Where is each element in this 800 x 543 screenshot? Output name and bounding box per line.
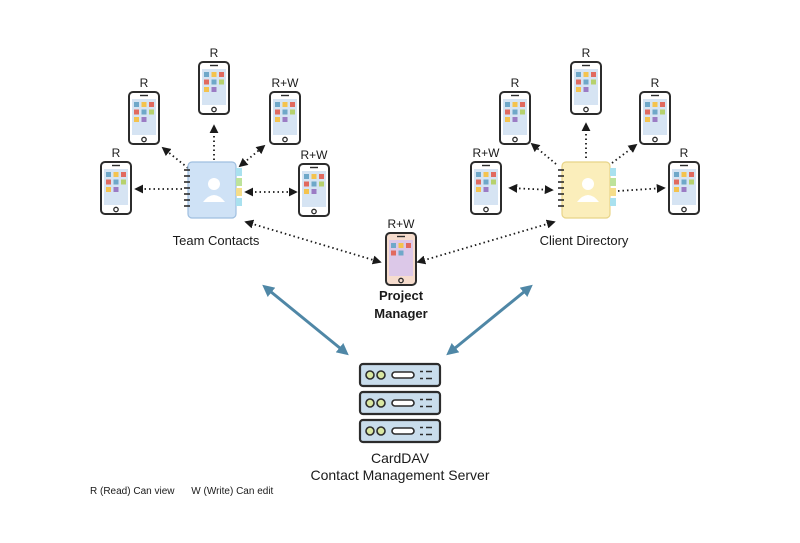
phone-icon xyxy=(128,91,160,145)
phone-icon xyxy=(100,161,132,215)
server-description-label: Contact Management Server xyxy=(311,467,490,483)
team-address-book-icon xyxy=(183,161,243,219)
permission-label: R xyxy=(112,146,121,160)
permission-label: R+W xyxy=(272,76,300,90)
server-name-label: CardDAV xyxy=(371,450,430,466)
team-connectors xyxy=(134,124,382,265)
permission-label: R+W xyxy=(301,148,329,162)
project-manager-label: Manager xyxy=(374,306,427,321)
project-manager-phone-icon xyxy=(385,232,417,286)
sync-arrows xyxy=(262,284,533,356)
legend-write: W (Write) Can edit xyxy=(191,486,274,497)
permission-label: R xyxy=(140,76,149,90)
legend: R (Read) Can view W (Write) Can edit xyxy=(90,486,287,497)
phone-icon xyxy=(470,161,502,215)
project-manager-label: Project xyxy=(379,288,424,303)
permission-label: R xyxy=(210,46,219,60)
permission-label: R xyxy=(511,76,520,90)
permission-label: R xyxy=(582,46,591,60)
permission-label: R+W xyxy=(473,146,501,160)
client-address-book-icon xyxy=(557,161,617,219)
phone-icon xyxy=(499,91,531,145)
client-connectors xyxy=(416,122,666,265)
phone-icon xyxy=(269,91,301,145)
permission-label: R xyxy=(651,76,660,90)
phone-icon xyxy=(668,161,700,215)
legend-read: R (Read) Can view xyxy=(90,486,175,497)
permission-label: R xyxy=(680,146,689,160)
permission-label: R+W xyxy=(388,217,416,231)
phone-icon xyxy=(570,61,602,115)
client-directory-label: Client Directory xyxy=(540,233,629,248)
phone-icon xyxy=(198,61,230,115)
phone-icon xyxy=(639,91,671,145)
server-icon xyxy=(358,362,442,444)
team-contacts-label: Team Contacts xyxy=(173,233,260,248)
phone-icon xyxy=(298,163,330,217)
